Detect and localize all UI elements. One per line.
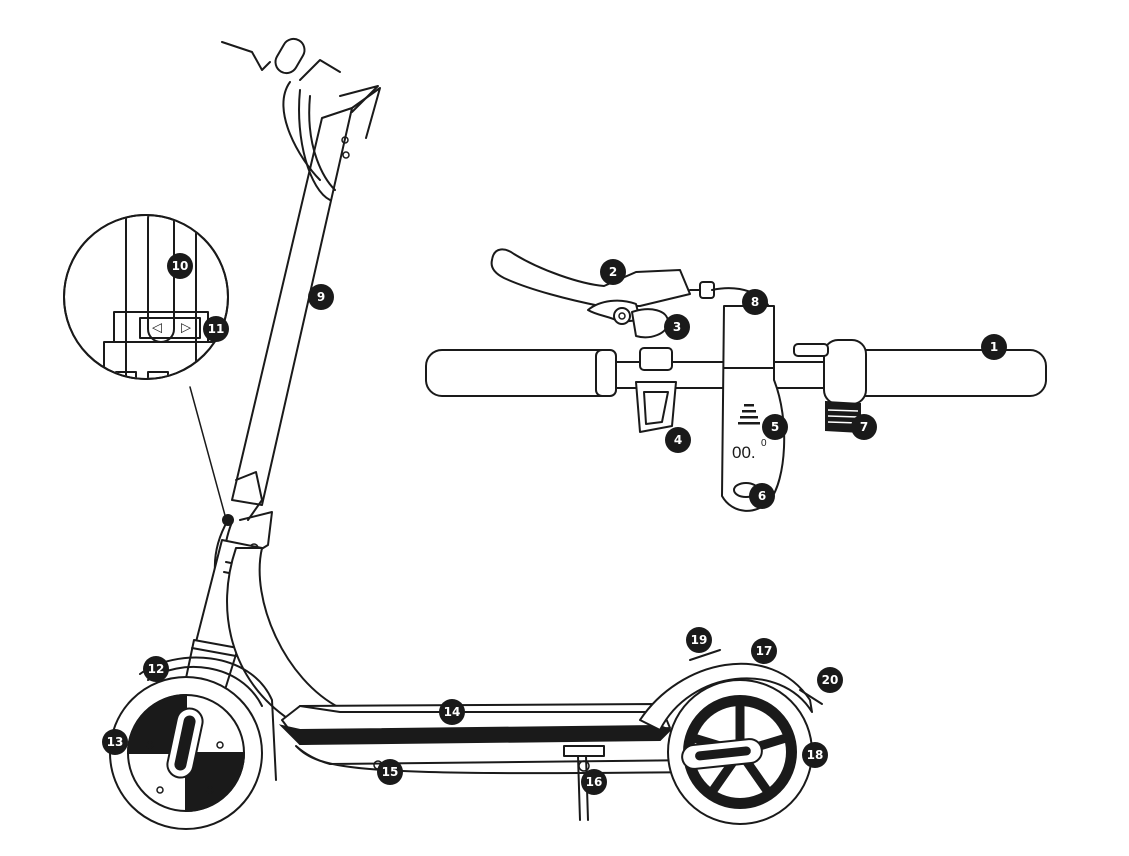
svg-text:8: 8 (751, 295, 759, 309)
callout-8: 8 (742, 289, 768, 315)
callout-15: 15 (377, 759, 403, 785)
svg-text:7: 7 (860, 420, 868, 434)
callout-17: 17 (751, 638, 777, 664)
speed-readout-decimal: 0 (761, 438, 767, 449)
folding-latch-detail-inset: ◁ ▷ (63, 214, 229, 520)
svg-text:5: 5 (771, 420, 779, 434)
svg-text:3: 3 (673, 320, 681, 334)
svg-text:12: 12 (148, 662, 165, 676)
svg-text:10: 10 (172, 259, 189, 273)
callout-18: 18 (802, 742, 828, 768)
callout-16: 16 (581, 769, 607, 795)
callout-9: 9 (308, 284, 334, 310)
svg-text:11: 11 (208, 322, 225, 336)
svg-text:16: 16 (586, 775, 603, 789)
callout-6: 6 (749, 483, 775, 509)
svg-text:2: 2 (609, 265, 617, 279)
svg-text:1: 1 (990, 340, 998, 354)
callout-4: 4 (665, 427, 691, 453)
callout-7: 7 (851, 414, 877, 440)
callout-14: 14 (439, 699, 465, 725)
callout-10: 10 (167, 253, 193, 279)
handlebar-top-view: 00. 0 (425, 248, 1047, 512)
fold-left-arrow: ◁ (152, 321, 162, 336)
svg-text:19: 19 (691, 633, 708, 647)
callout-11: 11 (203, 316, 229, 342)
svg-text:6: 6 (758, 489, 766, 503)
speed-readout: 00. (732, 443, 756, 462)
fold-right-arrow: ▷ (181, 321, 191, 336)
svg-text:9: 9 (317, 290, 325, 304)
svg-text:15: 15 (382, 765, 399, 779)
svg-text:20: 20 (822, 673, 839, 687)
callout-3: 3 (664, 314, 690, 340)
svg-text:14: 14 (444, 705, 461, 719)
callout-13: 13 (102, 729, 128, 755)
svg-text:17: 17 (756, 644, 773, 658)
callout-2: 2 (600, 259, 626, 285)
latch-pointer-dot (222, 514, 234, 526)
svg-text:13: 13 (107, 735, 124, 749)
scooter-side-view (109, 37, 823, 830)
svg-text:18: 18 (807, 748, 824, 762)
svg-text:4: 4 (674, 433, 682, 447)
callout-19: 19 (686, 627, 712, 653)
callout-12: 12 (143, 656, 169, 682)
callout-20: 20 (817, 667, 843, 693)
callout-1: 1 (981, 334, 1007, 360)
callout-5: 5 (762, 414, 788, 440)
